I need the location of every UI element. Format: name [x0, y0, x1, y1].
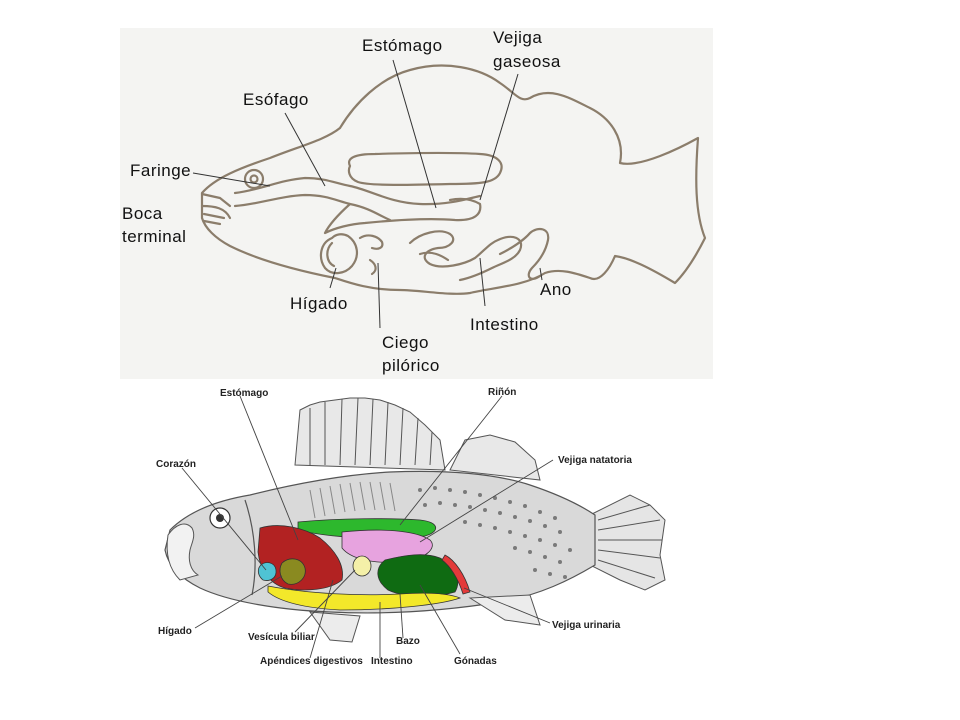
leader-b-vejiga-natatoria	[419, 459, 554, 543]
label-ano: Ano	[540, 280, 572, 299]
top-fish-outline	[192, 59, 707, 329]
urinary-bladder-organ	[441, 554, 471, 595]
label-b-vejiga-natatoria: Vejiga natatoria	[558, 455, 632, 466]
liver-organ	[279, 558, 306, 585]
tail-fin	[589, 494, 666, 591]
label-vejiga-line2: gaseosa	[493, 52, 561, 71]
leader-b-rinon	[399, 395, 503, 526]
label-b-higado: Hígado	[158, 626, 192, 637]
label-boca-line2: terminal	[122, 227, 187, 246]
leader-ano	[539, 267, 543, 281]
leader-faringe	[192, 172, 271, 187]
gonads-organ	[377, 554, 459, 597]
label-esofago: Esófago	[243, 90, 309, 109]
label-estomago: Estómago	[362, 36, 443, 55]
label-b-corazon: Corazón	[156, 459, 196, 470]
label-higado: Hígado	[290, 294, 348, 313]
lower-fins	[308, 594, 541, 643]
leader-ciego	[377, 262, 381, 329]
leader-esofago	[284, 112, 326, 187]
leader-vejiga	[479, 73, 519, 201]
leader-b-vesicula	[294, 569, 356, 633]
leader-intestino	[479, 257, 486, 307]
label-ciego-line1: Ciego	[382, 333, 429, 352]
bottom-fish-diagram: Estómago Riñón Corazón Vejiga natatoria …	[120, 380, 713, 680]
gallbladder-organ	[352, 555, 372, 577]
label-b-vejiga-urinaria: Vejiga urinaria	[552, 620, 621, 631]
label-b-intestino: Intestino	[371, 656, 413, 667]
top-fish-diagram: Estómago Vejiga gaseosa Esófago Faringe …	[120, 28, 713, 379]
label-b-vesicula: Vesícula biliar	[248, 632, 315, 643]
label-intestino: Intestino	[470, 315, 539, 334]
scale-pattern	[418, 486, 572, 579]
label-b-gonadas: Gónadas	[454, 656, 497, 667]
rib-bones	[309, 481, 396, 519]
head	[166, 523, 200, 581]
dorsal-fin	[294, 397, 541, 481]
label-boca-line1: Boca	[122, 204, 163, 223]
leader-b-estomago	[239, 395, 299, 541]
label-vejiga-line1: Vejiga	[493, 28, 543, 47]
leader-b-apendices	[309, 579, 334, 659]
label-faringe: Faringe	[130, 161, 192, 180]
gill-cover	[244, 499, 256, 596]
leader-b-gonadas	[419, 584, 461, 655]
leader-b-corazon	[181, 467, 267, 571]
label-b-rinon: Riñón	[488, 387, 517, 398]
leader-higado	[329, 267, 337, 289]
label-ciego-line2: pilórico	[382, 356, 440, 375]
bottom-fish-illustration	[164, 395, 666, 659]
leader-b-vejiga-urinaria	[463, 587, 551, 624]
label-b-estomago: Estómago	[220, 388, 269, 399]
heart-organ	[257, 562, 277, 581]
intestine-organ	[267, 585, 462, 611]
leader-b-bazo	[399, 593, 404, 639]
leader-estomago	[392, 59, 437, 209]
leader-b-higado	[194, 575, 283, 629]
label-b-bazo: Bazo	[396, 636, 420, 647]
label-b-apendices: Apéndices digestivos	[260, 656, 363, 667]
